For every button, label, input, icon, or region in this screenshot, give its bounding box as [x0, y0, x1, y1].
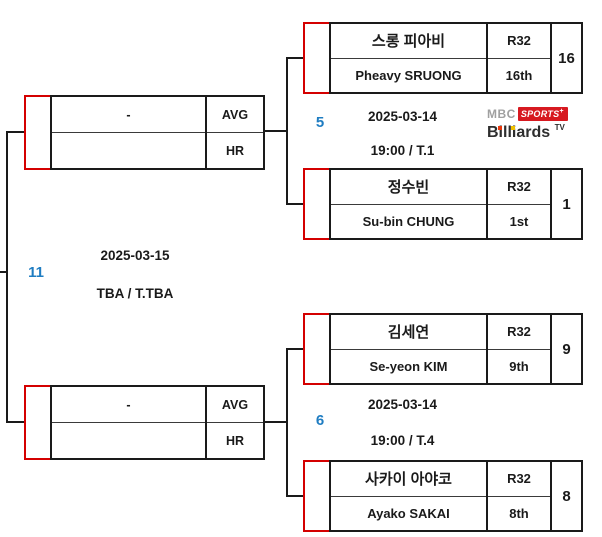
bracket-line-slot-lower [6, 421, 26, 423]
slot-upper-stat-hr: HR [225, 143, 245, 158]
match5-player1-round-column: R32 16th [488, 24, 552, 92]
slot-lower-name-sub [52, 423, 205, 458]
match6-player2-flag-cell [303, 460, 331, 532]
match-6-date: 2025-03-14 [367, 397, 438, 412]
slot-lower-stat-column: AVG HR [207, 387, 263, 458]
match-11-time: TBA / T.TBA [96, 286, 174, 301]
match6-player1-box: 김세연 Se-yeon KIM R32 9th 9 [329, 313, 583, 385]
bracket-line-m6-bottom [286, 495, 304, 497]
match-5-time: 19:00 / T.1 [370, 143, 435, 158]
match6-player2-box: 사카이 아야코 Ayako SAKAI R32 8th 8 [329, 460, 583, 532]
match6-player1-name-en: Se-yeon KIM [369, 358, 448, 374]
slot-lower-name-column: - [52, 387, 207, 458]
match6-player1-round: R32 [488, 315, 550, 350]
match5-player1-seed: 16 [558, 49, 575, 67]
match5-player2-name-column: 정수빈 Su-bin CHUNG [331, 170, 488, 238]
match5-player2-name-en: Su-bin CHUNG [362, 213, 455, 229]
slot-upper-name: - [52, 97, 205, 133]
bracket-line-winner-out [0, 271, 8, 273]
match5-player2-round-column: R32 1st [488, 170, 552, 238]
match5-player1-box: 스롱 피아비 Pheavy SRUONG R32 16th 16 [329, 22, 583, 94]
slot-lower-stat-hr: HR [225, 433, 245, 448]
billiards-red-dot [498, 126, 502, 130]
bracket-line-m5-out [265, 130, 288, 132]
sports-logo-badge: SPORTS+ [517, 107, 568, 121]
slot-upper-stat-avg: AVG [207, 97, 263, 133]
slot-upper-flag-cell [24, 95, 52, 170]
bracket-line-m6-top [286, 348, 304, 350]
match5-player2-box: 정수빈 Su-bin CHUNG R32 1st 1 [329, 168, 583, 240]
match6-player2-seed: 8 [562, 487, 571, 505]
match5-player2-round: R32 [488, 170, 550, 205]
match6-player1-flag-cell [303, 313, 331, 385]
slot-lower-flag-cell [24, 385, 52, 460]
sports-logo-plus: + [559, 108, 564, 115]
match5-player1-rank: 16th [505, 67, 533, 83]
billiards-yellow-dot [511, 126, 515, 130]
bracket-line-m5-bottom [286, 203, 304, 205]
match6-player2-rank: 8th [509, 505, 529, 521]
match6-player1-round-column: R32 9th [488, 315, 552, 383]
match6-player2-name-kr: 사카이 아야코 [331, 462, 486, 497]
sports-logo-text: SPORTS [520, 109, 560, 119]
slot-lower-name: - [52, 387, 205, 423]
bracket-line-slot-upper [6, 131, 26, 133]
billiards-tv-sup: TV [554, 123, 565, 132]
mbc-sports-logo: MBC SPORTS+ [487, 107, 568, 121]
match-6-time: 19:00 / T.4 [370, 433, 435, 448]
match6-player2-name-column: 사카이 아야코 Ayako SAKAI [331, 462, 488, 530]
match-5-date: 2025-03-14 [367, 109, 438, 124]
bracket-line-m6-out [265, 421, 288, 423]
slot-lower-box: - AVG HR [50, 385, 265, 460]
match6-player1-seed: 9 [562, 340, 571, 358]
billiards-tv-logo: Billiards TV [487, 123, 565, 142]
match-6-number: 6 [315, 412, 325, 429]
match6-player1-rank: 9th [509, 358, 529, 374]
match6-player1-name-column: 김세연 Se-yeon KIM [331, 315, 488, 383]
bracket-line-m5-top [286, 57, 304, 59]
match-11-date: 2025-03-15 [100, 248, 170, 263]
match6-player1-name-kr: 김세연 [331, 315, 486, 350]
match5-player2-seed: 1 [562, 195, 571, 213]
slot-lower-stat-avg: AVG [207, 387, 263, 423]
mbc-logo-text: MBC [487, 107, 516, 121]
match5-player1-round: R32 [488, 24, 550, 59]
slot-upper-box: - AVG HR [50, 95, 265, 170]
match5-player2-flag-cell [303, 168, 331, 240]
slot-upper-name-column: - [52, 97, 207, 168]
match-11-number: 11 [28, 264, 44, 281]
match5-player2-name-kr: 정수빈 [331, 170, 486, 205]
match-5-number: 5 [315, 114, 325, 131]
billiards-logo-text: Billiards [487, 124, 551, 141]
match5-player2-rank: 1st [509, 213, 529, 229]
match5-player1-name-kr: 스롱 피아비 [331, 24, 486, 59]
match5-player1-flag-cell [303, 22, 331, 94]
match5-player1-name-en: Pheavy SRUONG [355, 67, 462, 83]
match6-player2-round: R32 [488, 462, 550, 497]
match6-player2-name-en: Ayako SAKAI [367, 505, 450, 521]
match6-player2-round-column: R32 8th [488, 462, 552, 530]
slot-upper-stat-column: AVG HR [207, 97, 263, 168]
bracket-line-left-vertical [6, 131, 8, 423]
slot-upper-name-sub [52, 133, 205, 168]
match5-player1-name-column: 스롱 피아비 Pheavy SRUONG [331, 24, 488, 92]
billiards-logo-wordmark: Billiards [487, 124, 555, 141]
